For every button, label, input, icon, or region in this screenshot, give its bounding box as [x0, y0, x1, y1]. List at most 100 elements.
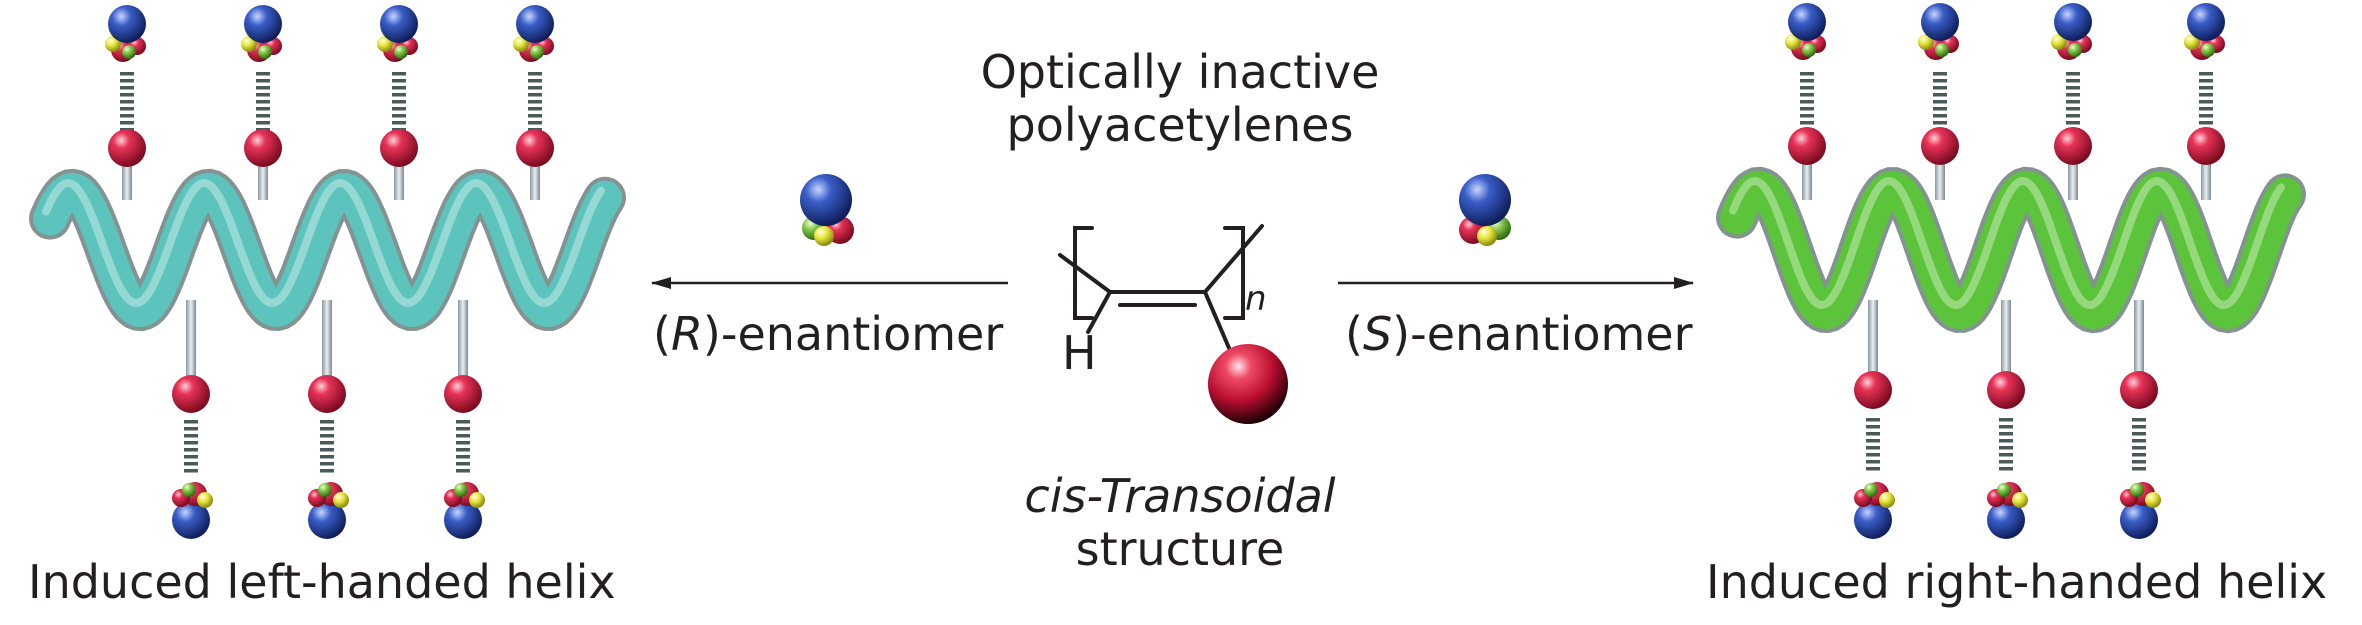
hydrogen-bond	[528, 72, 542, 132]
left-helix	[29, 5, 626, 539]
hydrogen-bond-dash	[1933, 114, 1947, 118]
left-arrow-letter: R	[670, 307, 703, 361]
hydrogen-bond-dash	[1866, 418, 1880, 422]
side-chain-red-atom	[2120, 371, 2158, 409]
polyacetylene-structure	[1058, 224, 1288, 424]
hydrogen-bond-dash	[1999, 446, 2013, 450]
hydrogen-atom-label: H	[1062, 326, 1097, 380]
hydrogen-bond-dash	[120, 72, 134, 76]
side-chain-red-atom	[516, 129, 554, 167]
substituent-bond	[1203, 290, 1234, 357]
hydrogen-bond-dash	[1999, 439, 2013, 443]
hydrogen-bond-dash	[2199, 79, 2213, 83]
chiral-molecules	[800, 174, 1511, 246]
hydrogen-bond	[1933, 72, 1947, 132]
hydrogen-bond-dash	[320, 427, 334, 431]
blue-atom	[1987, 501, 2025, 539]
hydrogen-bond-dash	[184, 427, 198, 431]
hydrogen-bond-dash	[2199, 93, 2213, 97]
chiral-guest-top	[1785, 3, 1826, 60]
hydrogen-bond-dash	[2066, 79, 2080, 83]
hydrogen-bond	[2066, 72, 2080, 132]
chiral-guest-bottom	[1854, 482, 1895, 539]
hydrogen-bond-dash	[320, 448, 334, 452]
hydrogen-bond-dash	[2132, 439, 2146, 443]
blue-atom	[380, 5, 418, 43]
chiral-guest-top	[2051, 3, 2092, 60]
hydrogen-bond	[392, 72, 406, 132]
hydrogen-bond-dash	[2199, 86, 2213, 90]
hydrogen-bond	[1800, 72, 1814, 132]
right-arrow-letter: S	[1362, 307, 1393, 361]
green-atom	[454, 483, 468, 497]
side-chain-stick	[2001, 300, 2011, 375]
blue-atom	[800, 174, 852, 226]
c-h-bond	[1086, 290, 1112, 334]
hydrogen-bond-dash	[2066, 93, 2080, 97]
hydrogen-bond-dash	[256, 107, 270, 111]
center-title: Optically inactive polyacetylenes	[930, 46, 1430, 152]
repeat-bracket-left	[1073, 226, 1094, 320]
center-title-line1: Optically inactive	[980, 45, 1380, 99]
yellow-atom	[814, 226, 834, 246]
chiral-guest-top	[2184, 3, 2225, 60]
hydrogen-bond-dash	[2066, 121, 2080, 125]
blue-atom	[444, 501, 482, 539]
right-helix	[1716, 3, 2306, 539]
hydrogen-bond-dash	[120, 107, 134, 111]
blue-atom	[108, 5, 146, 43]
hydrogen-bond-dash	[1800, 114, 1814, 118]
hydrogen-bond-dash	[392, 100, 406, 104]
backbone-bond-right	[1203, 224, 1264, 294]
hydrogen-bond-dash	[2066, 100, 2080, 104]
hydrogen-bond-dash	[456, 434, 470, 438]
hydrogen-bond-dash	[1866, 467, 1880, 471]
hydrogen-bond-dash	[1933, 72, 1947, 76]
hydrogen-bond-dash	[120, 114, 134, 118]
hydrogen-bond-dash	[320, 469, 334, 473]
side-chain-red-atom	[2187, 127, 2225, 165]
green-atom	[258, 45, 272, 59]
blue-atom	[2054, 3, 2092, 41]
hydrogen-bond-dash	[184, 448, 198, 452]
hydrogen-bond-dash	[2199, 107, 2213, 111]
hydrogen-bond-dash	[120, 100, 134, 104]
yellow-atom	[469, 492, 485, 508]
hydrogen-bond-dash	[528, 100, 542, 104]
hydrogen-bond-dash	[1800, 100, 1814, 104]
hydrogen-bond-dash	[528, 121, 542, 125]
hydrogen-bond-dash	[256, 121, 270, 125]
hydrogen-bond	[256, 72, 270, 132]
hydrogen-bond-dash	[456, 427, 470, 431]
center-caption-italic: cis-Transoidal	[1024, 469, 1336, 523]
backbone-bond-left	[1058, 253, 1112, 294]
green-atom	[1802, 43, 1816, 57]
repeat-subscript-n: n	[1245, 279, 1267, 319]
hydrogen-bond-dash	[184, 441, 198, 445]
hydrogen-bond-dash	[1933, 86, 1947, 90]
hydrogen-bond-dash	[2066, 114, 2080, 118]
hydrogen-bond-dash	[456, 420, 470, 424]
substituent-atom	[1208, 344, 1288, 424]
hydrogen-bond-dash	[1999, 460, 2013, 464]
green-atom	[318, 483, 332, 497]
hydrogen-bond-dash	[256, 79, 270, 83]
hydrogen-bond-dash	[256, 72, 270, 76]
blue-atom	[516, 5, 554, 43]
right-helix-caption: Induced right-handed helix	[1706, 555, 2328, 609]
right-arrow-label: (S)-enantiomer	[1345, 308, 1692, 361]
hydrogen-bond	[120, 72, 134, 132]
yellow-atom	[333, 492, 349, 508]
hydrogen-bond-dash	[1800, 86, 1814, 90]
blue-atom	[2120, 501, 2158, 539]
side-chain-red-atom	[444, 375, 482, 413]
green-atom	[1864, 483, 1878, 497]
yellow-atom	[197, 492, 213, 508]
hydrogen-bond-dash	[256, 93, 270, 97]
side-chain-stick	[1868, 300, 1878, 375]
hydrogen-bond-dash	[1933, 107, 1947, 111]
hydrogen-bond-dash	[392, 86, 406, 90]
hydrogen-bond-dash	[184, 420, 198, 424]
green-atom	[2130, 483, 2144, 497]
side-chain-stick	[2201, 150, 2211, 200]
